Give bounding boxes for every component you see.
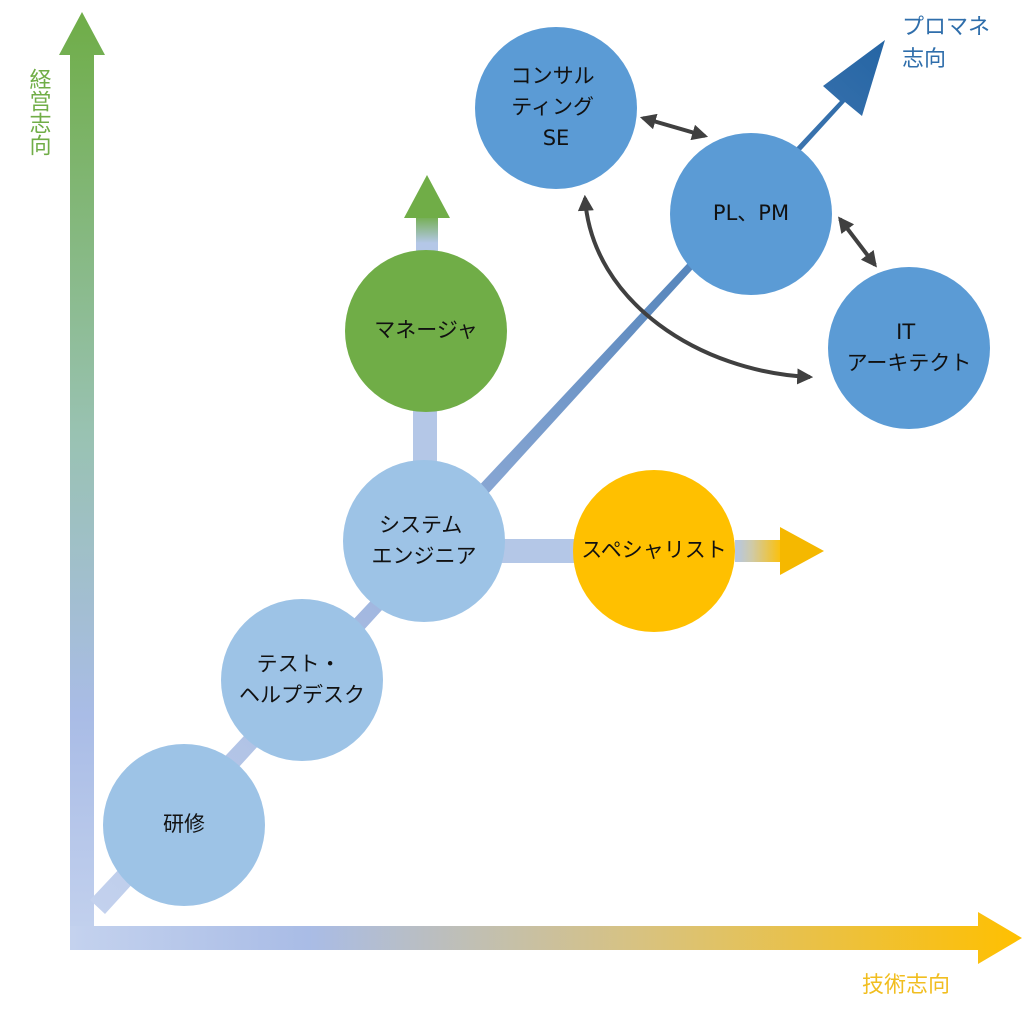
node-it-architect: IT アーキテクト	[828, 267, 990, 429]
node-pl-pm: PL、PM	[670, 133, 832, 295]
consulting-pm-connector	[639, 113, 709, 141]
node-it-architect-label: IT アーキテクト	[847, 320, 972, 375]
node-test-helpdesk-label: テスト・ ヘルプデスク	[239, 652, 365, 707]
node-pl-pm-label: PL、PM	[713, 201, 789, 225]
manager-branch-arrow	[404, 175, 450, 470]
node-training: 研修	[103, 744, 265, 906]
node-manager-label: マネージャ	[374, 318, 478, 342]
diagonal-axis-label: プロマネ 志向	[902, 15, 997, 72]
node-consulting-se: コンサル ティング SE	[475, 27, 637, 189]
node-test-helpdesk: テスト・ ヘルプデスク	[221, 599, 383, 761]
horizontal-axis-label: 技術志向	[862, 973, 950, 998]
vertical-axis-arrow	[59, 12, 105, 950]
node-manager: マネージャ	[345, 250, 507, 412]
horizontal-axis-arrow	[70, 912, 1022, 964]
pm-architect-connector	[838, 216, 877, 268]
consulting-architect-curve-connector	[577, 194, 814, 385]
vertical-axis-label: 経営志向	[26, 68, 52, 156]
node-specialist: スペシャリスト	[573, 470, 735, 632]
node-specialist-label: スペシャリスト	[581, 538, 727, 562]
node-training-label: 研修	[163, 812, 205, 836]
node-system-engineer-label: システム エンジニア	[372, 513, 477, 568]
specialist-branch-arrow	[500, 527, 824, 575]
node-system-engineer: システム エンジニア	[343, 460, 505, 622]
node-consulting-se-label: コンサル ティング SE	[511, 64, 602, 150]
